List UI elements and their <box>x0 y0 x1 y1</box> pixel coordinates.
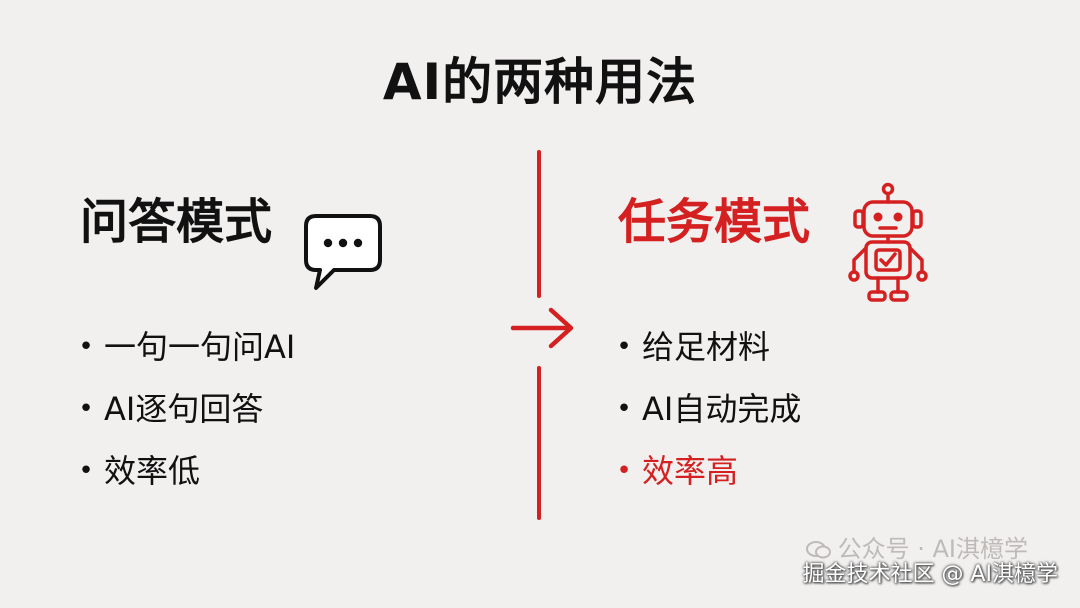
watermark-wechat: 公众号 · AI淇檍学 <box>772 536 1028 562</box>
list-item: • AI逐句回答 <box>76 378 416 440</box>
list-item: • 给足材料 <box>614 316 954 378</box>
list-item: • 效率低 <box>76 440 416 502</box>
bullet: • <box>78 332 94 362</box>
arrow-right-icon <box>510 307 574 349</box>
chat-bubble-icon <box>304 214 382 290</box>
list-item-text: 效率低 <box>104 452 201 490</box>
qa-mode-heading: 问答模式 <box>80 194 273 250</box>
watermark: 公众号 · AI淇檍学 掘金技术社区 @ AI淇檍学 <box>802 536 1058 588</box>
list-item-text: AI逐句回答 <box>104 390 264 428</box>
divider-top <box>537 150 541 298</box>
wechat-icon <box>805 541 831 559</box>
bullet: • <box>78 394 94 424</box>
list-item-highlight: • 效率高 <box>614 440 954 502</box>
bullet: • <box>616 394 632 424</box>
qa-mode-list: • 一句一句问AI • AI逐句回答 • 效率低 <box>76 316 416 502</box>
list-item-text: 一句一句问AI <box>104 328 296 366</box>
list-item: • 一句一句问AI <box>76 316 416 378</box>
list-item-text: 给足材料 <box>642 328 771 366</box>
divider-bottom <box>537 366 541 520</box>
bullet: • <box>616 456 632 486</box>
list-item-text: AI自动完成 <box>642 390 802 428</box>
watermark-line1-text: 公众号 · AI淇檍学 <box>837 535 1028 563</box>
list-item: • AI自动完成 <box>614 378 954 440</box>
bullet: • <box>78 456 94 486</box>
list-item-text: 效率高 <box>642 452 739 490</box>
robot-icon <box>848 182 928 302</box>
watermark-juejin: 掘金技术社区 @ AI淇檍学 <box>802 562 1058 587</box>
bullet: • <box>616 332 632 362</box>
task-mode-heading: 任务模式 <box>618 194 811 250</box>
task-mode-list: • 给足材料 • AI自动完成 • 效率高 <box>614 316 954 502</box>
slide-title: AI的两种用法 <box>382 53 698 111</box>
